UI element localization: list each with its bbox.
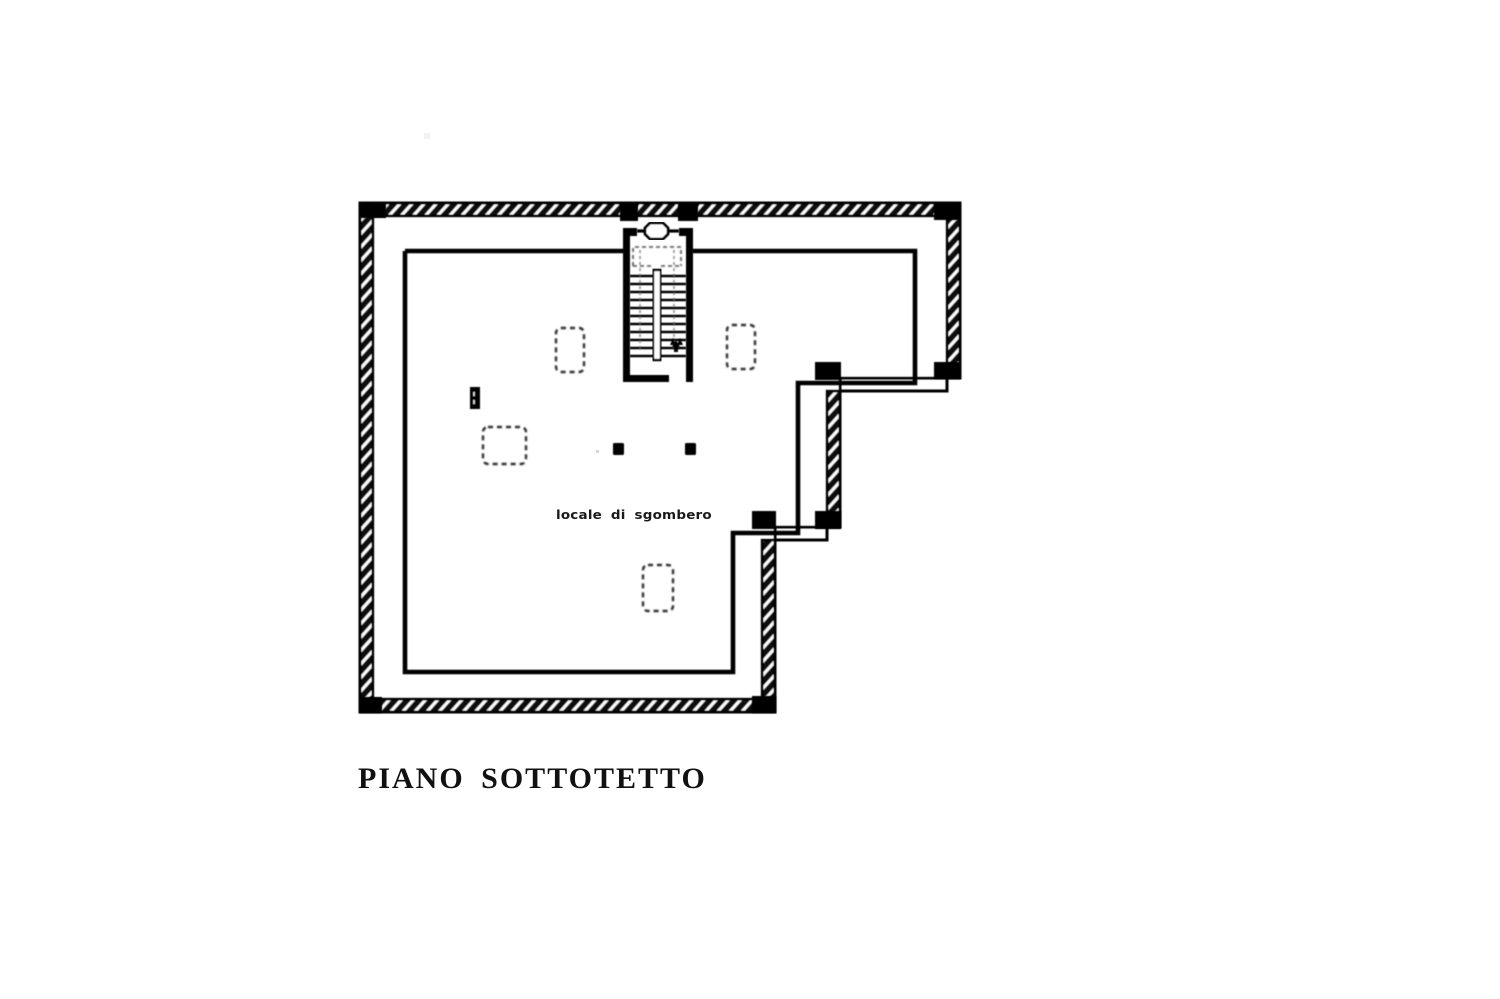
skylight-mid-left — [481, 425, 528, 466]
stairwell — [623, 228, 693, 382]
stair-wall-right — [686, 228, 693, 382]
stair-direction-arrow-icon — [670, 338, 683, 352]
inner-room-outline — [402, 248, 918, 675]
column-right — [685, 443, 696, 455]
skylight-upper-left — [554, 326, 586, 374]
column-left — [613, 443, 624, 455]
outer-perimeter-wall — [358, 201, 962, 714]
stair-landing-dashed — [632, 246, 682, 352]
skylight-upper-right — [725, 323, 757, 371]
chimney-block — [470, 387, 480, 409]
column-group — [613, 443, 696, 455]
stair-wall-left — [623, 228, 630, 382]
scan-artifact — [424, 133, 599, 453]
stair-wall-bottom — [623, 375, 669, 382]
skylight-group — [481, 323, 757, 613]
stair-stringer — [651, 268, 663, 362]
stair-window-icon — [637, 221, 679, 241]
page-title: PIANO SOTTOTETTO — [358, 762, 707, 795]
wall-corner-blocks — [360, 203, 960, 713]
skylight-lower-mid — [641, 563, 675, 613]
room-label-locale-di-sgombero: locale di sgombero — [556, 508, 712, 523]
